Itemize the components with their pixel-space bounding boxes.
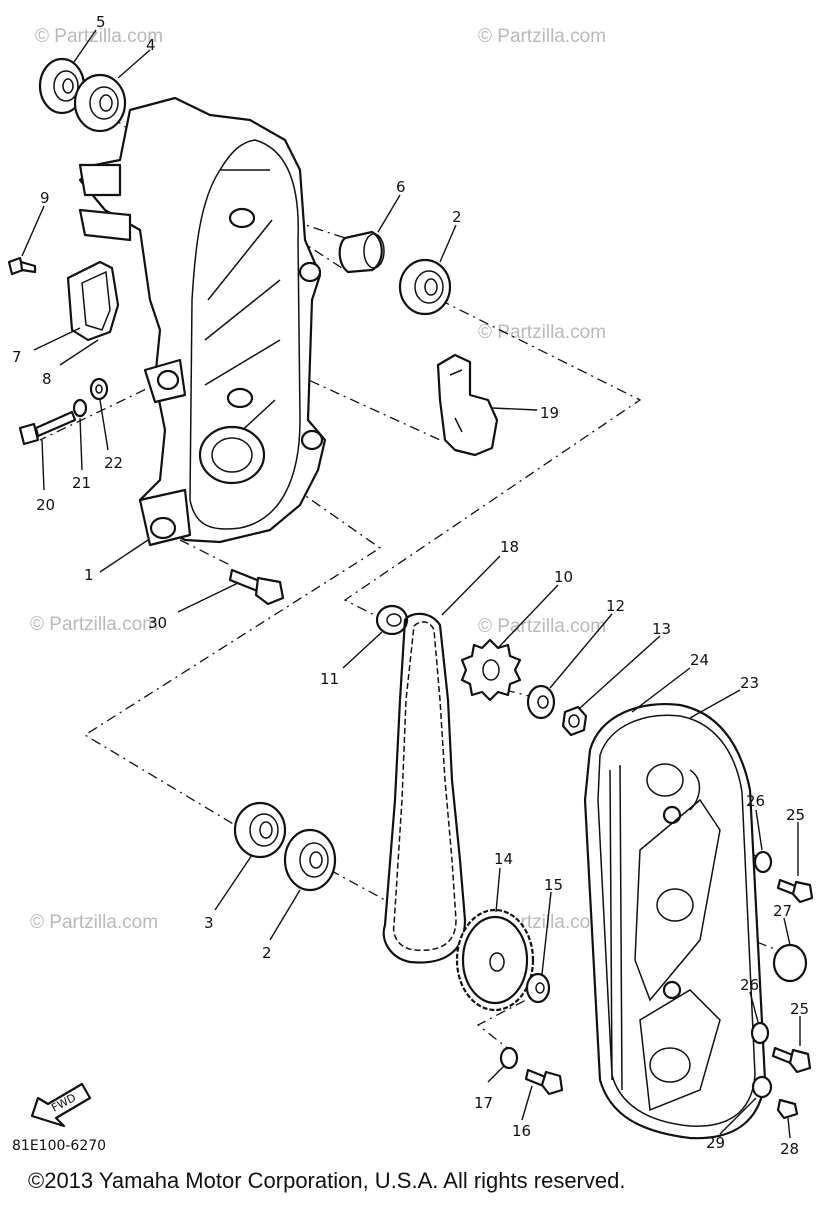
washer-26-upper bbox=[753, 850, 773, 874]
callout: 16 bbox=[512, 1122, 531, 1140]
callout: 2 bbox=[452, 208, 462, 226]
sprocket-14 bbox=[455, 908, 535, 1012]
washer-12 bbox=[526, 684, 556, 720]
bearing-3 bbox=[233, 801, 287, 859]
callout: 7 bbox=[12, 348, 22, 366]
callout: 22 bbox=[104, 454, 123, 472]
leader-lines bbox=[21, 29, 801, 1139]
bolt-28 bbox=[776, 1098, 799, 1120]
callout: 9 bbox=[40, 189, 50, 207]
axis-line bbox=[179, 539, 231, 566]
watermark: © Partzilla.com bbox=[478, 26, 606, 47]
callout: 8 bbox=[42, 370, 52, 388]
washer-29 bbox=[751, 1075, 773, 1099]
watermark: © Partzilla.com bbox=[30, 614, 158, 635]
callout: 23 bbox=[740, 674, 759, 692]
washer-15 bbox=[525, 972, 551, 1004]
plug-27 bbox=[772, 943, 808, 983]
callout: 29 bbox=[706, 1134, 725, 1152]
callouts: 5 4 6 2 9 7 8 19 20 21 22 1 30 18 10 12 … bbox=[12, 13, 809, 1158]
washer-22 bbox=[89, 377, 109, 401]
sprocket-10 bbox=[460, 638, 522, 702]
callout: 28 bbox=[780, 1140, 799, 1158]
callout: 25 bbox=[790, 1000, 809, 1018]
axis-line bbox=[209, 334, 441, 441]
callout: 17 bbox=[474, 1094, 493, 1112]
axis-line bbox=[329, 869, 386, 901]
callout: 11 bbox=[320, 670, 339, 688]
callout: 2 bbox=[262, 944, 272, 962]
callout: 26 bbox=[746, 792, 765, 810]
washer-21 bbox=[72, 398, 88, 418]
callout: 30 bbox=[148, 614, 167, 632]
callout: 25 bbox=[786, 806, 805, 824]
collar-6 bbox=[338, 230, 385, 274]
callout: 4 bbox=[146, 36, 156, 54]
callout: 6 bbox=[396, 178, 406, 196]
chaincase-cover-23 bbox=[583, 703, 767, 1140]
bolt-25-upper bbox=[776, 878, 814, 904]
drawing-code: 81E100-6270 bbox=[12, 1138, 106, 1154]
bearing-2-upper bbox=[398, 258, 452, 316]
callout: 5 bbox=[96, 13, 106, 31]
callout: 1 bbox=[84, 566, 94, 584]
axis-line bbox=[504, 689, 546, 701]
callout: 19 bbox=[540, 404, 559, 422]
axis-line bbox=[476, 964, 547, 1051]
watermark: © Partzilla.com bbox=[478, 322, 606, 343]
callout: 18 bbox=[500, 538, 519, 556]
bearing-2-lower bbox=[283, 828, 337, 892]
collar-11 bbox=[375, 604, 409, 636]
callout: 10 bbox=[554, 568, 573, 586]
watermark: © Partzilla.com bbox=[35, 26, 163, 47]
plate-7-8 bbox=[66, 260, 120, 342]
bearing-4 bbox=[73, 73, 127, 133]
callout: 26 bbox=[740, 976, 759, 994]
callout: 15 bbox=[544, 876, 563, 894]
callout: 13 bbox=[652, 620, 671, 638]
callout: 27 bbox=[773, 902, 792, 920]
bolt-20 bbox=[18, 410, 77, 446]
washer-17 bbox=[499, 1046, 519, 1070]
axis-line bbox=[83, 449, 382, 829]
bolt-16 bbox=[524, 1068, 564, 1096]
drive-chain-18 bbox=[382, 612, 467, 964]
bolt-25-lower bbox=[771, 1046, 812, 1074]
forward-arrow-icon: FWD bbox=[30, 1082, 92, 1128]
chaincase-housing bbox=[78, 96, 327, 547]
callout: 24 bbox=[690, 651, 709, 669]
callout: 20 bbox=[36, 496, 55, 514]
watermark: © Partzilla.com bbox=[30, 912, 158, 933]
bolt-30 bbox=[228, 568, 285, 606]
bolt-9 bbox=[7, 256, 37, 276]
callout: 3 bbox=[204, 914, 214, 932]
tensioner-19 bbox=[436, 353, 499, 457]
axis-line bbox=[39, 379, 166, 441]
copyright-text: ©2013 Yamaha Motor Corporation, U.S.A. A… bbox=[28, 1168, 625, 1193]
nut-13 bbox=[561, 705, 588, 737]
watermark: © Partzilla.com bbox=[478, 616, 606, 637]
callout: 21 bbox=[72, 474, 91, 492]
callout: 12 bbox=[606, 597, 625, 615]
callout: 14 bbox=[494, 850, 513, 868]
axis-line bbox=[343, 299, 642, 619]
washer-26-lower bbox=[750, 1021, 770, 1045]
